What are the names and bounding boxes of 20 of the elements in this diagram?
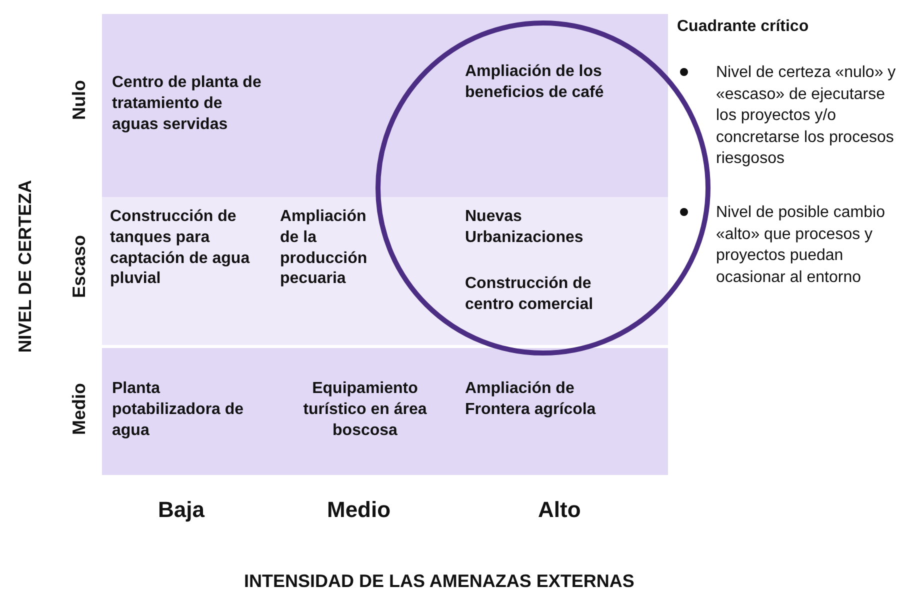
bullet-text: Nivel de posible cambio «alto» que procesos y proyectos puedan ocasionar al entorno	[716, 203, 886, 288]
column-header: Alto	[538, 496, 581, 524]
table-cell-text: Ampliación de la producción pecuaria	[280, 207, 368, 290]
table-cell-text: Planta potabilizadora de agua	[112, 379, 245, 441]
column-header: Medio	[327, 496, 391, 524]
table-cell-text: Construcción de centro comercial	[465, 274, 594, 315]
table-cell-text: Construcción de tanques para captación de agua pluvial	[110, 207, 251, 290]
table-cell-text: Centro de planta de tratamiento de aguas servidas	[112, 73, 262, 135]
heading: Cuadrante crítico	[677, 17, 809, 37]
table-cell-text: Nuevas Urbanizaciones	[465, 207, 584, 248]
table-cell-text: Equipamiento turístico en área boscosa	[302, 379, 428, 441]
row-header: Escaso	[68, 235, 90, 298]
table-cell-text: Ampliación de Frontera agrícola	[465, 379, 597, 420]
axis-title: INTENSIDAD DE LAS AMENAZAS EXTERNAS	[244, 570, 634, 593]
bullet-text: Nivel de certeza «nulo» y «escaso» de ejecutarse los proyectos y/o concretarse los procesos riesgosos	[716, 63, 897, 170]
axis-title: NIVEL DE CERTEZA	[14, 180, 36, 353]
row-header: Medio	[68, 383, 90, 435]
table-cell-text: Ampliación de los beneficios de café	[465, 62, 605, 103]
column-header: Baja	[158, 496, 204, 524]
row-header: Nulo	[68, 80, 90, 120]
